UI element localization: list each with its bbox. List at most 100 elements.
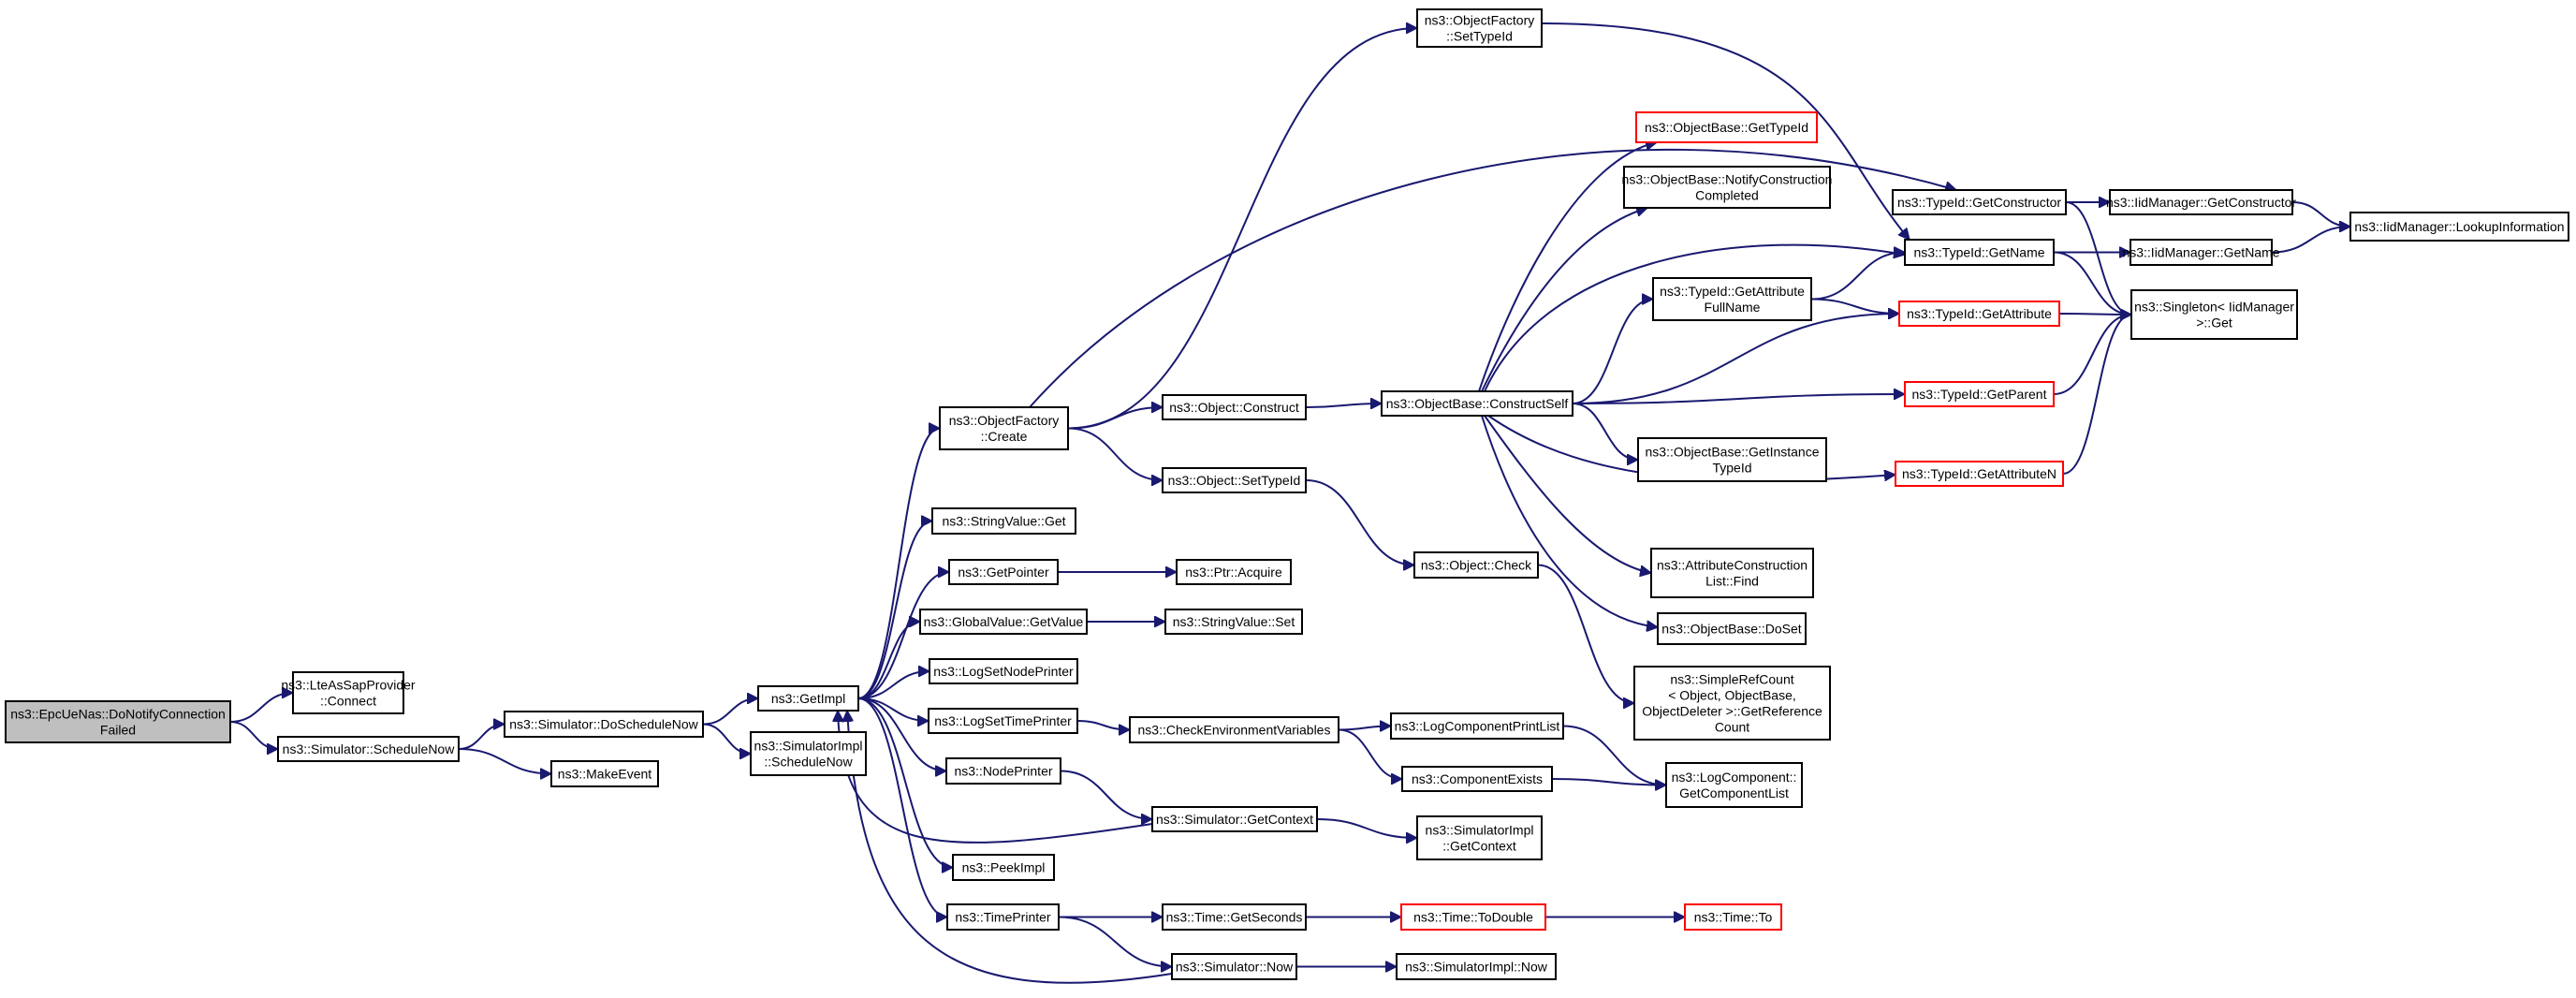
node-n24[interactable]: ns3::Simulator::Now (1171, 953, 1297, 980)
node-label: ns3::TypeId::GetParent (1912, 387, 2047, 402)
edge-n7-n41 (1029, 148, 1956, 408)
node-n22[interactable]: ns3::Simulator::GetContext (1151, 806, 1318, 832)
node-n43[interactable]: ns3::TypeId::GetAttribute (1898, 301, 2060, 327)
node-n49[interactable]: ns3::IidManager::LookupInformation (2349, 212, 2569, 242)
edge-n28-n39 (1551, 778, 1666, 785)
node-n2[interactable]: ns3::Simulator::ScheduleNow (277, 736, 460, 762)
node-n3[interactable]: ns3::Simulator::DoScheduleNow (504, 711, 704, 738)
node-box (1176, 559, 1292, 585)
edge-n25-n44 (1572, 394, 1905, 404)
node-n7[interactable]: ns3::ObjectFactory::Create (939, 406, 1069, 450)
edge-n25-n33 (1481, 208, 1647, 392)
node-n20[interactable]: ns3::StringValue::Set (1164, 609, 1303, 635)
node-box (1413, 551, 1539, 579)
node-n31[interactable]: ns3::SimulatorImpl::Now (1396, 953, 1557, 980)
node-n38[interactable]: ns3::SimpleRefCount< Object, ObjectBase,… (1633, 666, 1831, 741)
node-label: ns3::TypeId::GetAttribute (1660, 284, 1805, 299)
node-box (292, 671, 404, 714)
node-n39[interactable]: ns3::LogComponent::GetComponentList (1665, 762, 1803, 808)
nodes-layer: ns3::EpcUeNas::DoNotifyConnectionFailedn… (5, 8, 2569, 980)
node-n48[interactable]: ns3::Singleton< IidManager>::Get (2130, 289, 2298, 340)
node-label: ns3::GlobalValue::GetValue (924, 614, 1084, 629)
node-box (1162, 394, 1307, 420)
node-label: ns3::Simulator::ScheduleNow (283, 741, 456, 756)
edge-n21-n28 (1338, 728, 1403, 780)
node-n46[interactable]: ns3::IidManager::GetConstructor (2106, 189, 2296, 215)
node-n5[interactable]: ns3::GetImpl (757, 685, 859, 712)
node-n12[interactable]: ns3::LogSetTimePrinter (928, 708, 1078, 734)
node-n21[interactable]: ns3::CheckEnvironmentVariables (1129, 716, 1339, 743)
node-n23[interactable]: ns3::Time::GetSeconds (1162, 903, 1307, 931)
node-box (952, 854, 1055, 881)
node-box (1652, 277, 1812, 321)
node-n1[interactable]: ns3::LteAsSapProvider::Connect (281, 671, 416, 714)
edge-n7-n18 (1067, 427, 1163, 481)
node-label: ns3::Time::To (1694, 910, 1773, 925)
node-n15[interactable]: ns3::TimePrinter (946, 903, 1060, 931)
node-n6[interactable]: ns3::SimulatorImpl::ScheduleNow (750, 731, 867, 776)
node-n19[interactable]: ns3::Ptr::Acquire (1176, 559, 1292, 585)
node-label: >::Get (2196, 316, 2232, 330)
edge-n26-n38 (1537, 564, 1635, 704)
node-n10[interactable]: ns3::GlobalValue::GetValue (919, 609, 1088, 635)
node-label: ns3::PeekImpl (962, 860, 1046, 875)
node-label: ns3::GetPointer (958, 565, 1049, 580)
edge-n25-n36 (1484, 415, 1651, 573)
node-label: ns3::IidManager::GetName (2122, 245, 2279, 260)
node-n42[interactable]: ns3::TypeId::GetName (1904, 239, 2055, 266)
node-n25[interactable]: ns3::ObjectBase::ConstructSelf (1381, 390, 1573, 417)
node-n40[interactable]: ns3::Time::To (1684, 903, 1782, 931)
node-box (1904, 381, 2055, 407)
edge-n5-n10 (857, 622, 921, 699)
node-n37[interactable]: ns3::ObjectBase::DoSet (1657, 612, 1807, 645)
node-label: ns3::IidManager::GetConstructor (2106, 195, 2296, 210)
node-n27[interactable]: ns3::LogComponentPrintList (1390, 712, 1564, 740)
edge-n0-n1 (229, 693, 293, 723)
node-box (750, 731, 867, 776)
node-n45[interactable]: ns3::TypeId::GetAttributeN (1895, 461, 2064, 487)
node-label: ns3::Object::SetTypeId (1168, 473, 1301, 488)
node-n29[interactable]: ns3::SimulatorImpl::GetContext (1416, 815, 1543, 860)
node-n14[interactable]: ns3::PeekImpl (952, 854, 1055, 881)
edge-n5-n9 (857, 572, 950, 699)
node-n44[interactable]: ns3::TypeId::GetParent (1904, 381, 2055, 407)
edge-n15-n24 (1058, 916, 1172, 967)
node-n30[interactable]: ns3::Time::ToDouble (1400, 903, 1546, 931)
node-label: ns3::CheckEnvironmentVariables (1138, 723, 1331, 738)
node-box (1162, 903, 1307, 931)
node-n8[interactable]: ns3::StringValue::Get (931, 507, 1076, 535)
node-n33[interactable]: ns3::ObjectBase::NotifyConstructionCompl… (1622, 166, 1833, 209)
node-label: ns3::Simulator::Now (1176, 960, 1294, 975)
edge-n25-n34 (1572, 300, 1654, 404)
node-box (1416, 8, 1543, 48)
node-label: ns3::NodePrinter (954, 764, 1052, 779)
node-n47[interactable]: ns3::IidManager::GetName (2122, 239, 2280, 266)
node-n41[interactable]: ns3::TypeId::GetConstructor (1892, 189, 2067, 215)
node-n13[interactable]: ns3::NodePrinter (945, 757, 1061, 785)
node-label: TypeId (1712, 461, 1751, 476)
edge-n46-n49 (2291, 201, 2350, 227)
node-n28[interactable]: ns3::ComponentExists (1401, 766, 1553, 792)
node-n9[interactable]: ns3::GetPointer (948, 559, 1059, 585)
node-n18[interactable]: ns3::Object::SetTypeId (1162, 467, 1307, 493)
node-n26[interactable]: ns3::Object::Check (1413, 551, 1539, 579)
edge-n25-n42 (1484, 243, 1905, 392)
node-label: ns3::Simulator::DoScheduleNow (509, 717, 698, 732)
node-n16[interactable]: ns3::ObjectFactory::SetTypeId (1416, 8, 1543, 48)
node-label: ns3::ObjectBase::GetTypeId (1645, 120, 1808, 135)
node-box (1892, 189, 2067, 215)
edge-n5-n15 (857, 697, 948, 917)
node-label: ns3::ObjectFactory (1425, 13, 1535, 28)
node-n17[interactable]: ns3::Object::Construct (1162, 394, 1307, 420)
node-label: ns3::Ptr::Acquire (1185, 565, 1282, 580)
node-n4[interactable]: ns3::MakeEvent (550, 760, 659, 787)
node-n32[interactable]: ns3::ObjectBase::GetTypeId (1635, 111, 1818, 143)
node-label: ns3::ComponentExists (1412, 771, 1543, 786)
node-n11[interactable]: ns3::LogSetNodePrinter (929, 658, 1078, 684)
node-box (939, 406, 1069, 450)
